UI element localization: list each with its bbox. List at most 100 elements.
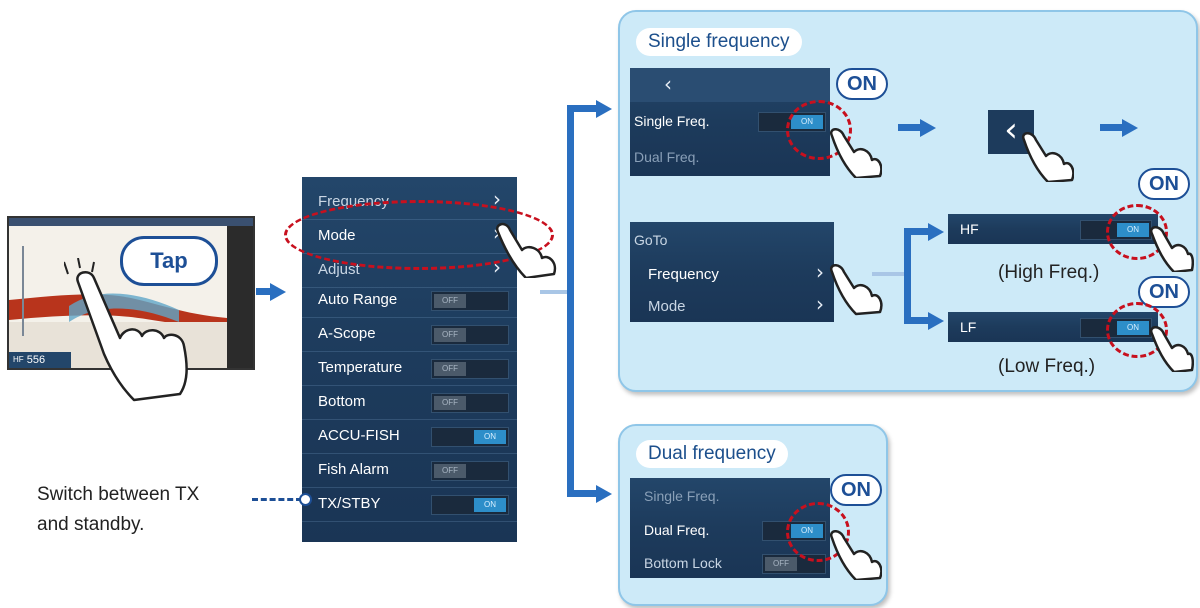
dual-dual-freq-label: Dual Freq. [644, 522, 710, 538]
chevron-right-icon: › [816, 292, 824, 316]
toggle-off-label: OFF [434, 362, 466, 376]
menu-label: ACCU-FISH [318, 427, 400, 444]
caption-tx-line1: Switch between TX [37, 484, 200, 505]
chevron-right-icon: › [816, 260, 824, 284]
menu-item-accu-fish[interactable]: ACCU-FISH ON [302, 419, 517, 454]
hf-label: HF [960, 221, 979, 237]
menu-item-auto-range[interactable]: Auto Range OFF [302, 283, 517, 318]
lf-caption: (Low Freq.) [998, 356, 1096, 377]
highlight-ring-hf [1106, 204, 1168, 260]
dual-frequency-title: Dual frequency [636, 440, 788, 468]
split-connector [872, 272, 906, 276]
highlight-ring-lf [1106, 302, 1168, 358]
goto-menu: GoTo Frequency › Mode › [630, 222, 834, 322]
caption-leader-line [252, 498, 302, 501]
tapping-hand-icon [64, 258, 188, 402]
single-frequency-title: Single frequency [636, 28, 802, 56]
branch-bottom-shaft [570, 490, 598, 497]
pointing-finger-icon [829, 128, 882, 178]
branch-connector [540, 290, 570, 294]
toggle-off-label: OFF [434, 294, 466, 308]
back-row[interactable]: ‹ [630, 68, 830, 102]
arrow-right-icon [928, 312, 944, 330]
toggle-off-label: OFF [434, 396, 466, 410]
on-bubble: ON [830, 474, 882, 506]
screen-top-bar [9, 218, 253, 226]
menu-label: Adjust [318, 261, 360, 278]
arrow-right-icon [596, 485, 612, 503]
split-vertical [904, 228, 911, 324]
menu-item-adjust[interactable]: Adjust › [302, 253, 517, 288]
goto-label: GoTo [634, 232, 668, 248]
toggle-a-scope[interactable]: OFF [431, 325, 509, 345]
arrow-right-icon [270, 283, 286, 301]
dual-single-freq-label: Single Freq. [644, 488, 720, 504]
screen-scale-bar [227, 226, 253, 368]
caption-tx-line2: and standby. [37, 514, 145, 535]
chevron-left-icon: ‹ [1004, 110, 1018, 150]
highlight-ring-single-freq [786, 100, 852, 160]
menu-label: Bottom [318, 393, 366, 410]
pointing-finger-icon [1149, 326, 1194, 372]
dual-freq-label: Dual Freq. [634, 149, 700, 165]
menu-label: Fish Alarm [318, 461, 389, 478]
arrow-right-icon [928, 223, 944, 241]
branch-vertical [567, 105, 574, 497]
chevron-right-icon: › [493, 187, 501, 211]
arrow-right-icon [596, 100, 612, 118]
menu-item-fish-alarm[interactable]: Fish Alarm OFF [302, 453, 517, 488]
lf-label: LF [960, 319, 977, 335]
toggle-off-label: OFF [434, 464, 466, 478]
goto-mode-label: Mode [648, 298, 686, 315]
menu-item-tx-stby[interactable]: TX/STBY ON [302, 487, 517, 522]
split-top-shaft [904, 228, 930, 235]
pointing-finger-icon [829, 264, 883, 316]
chevron-right-icon: › [493, 255, 501, 279]
menu-label: TX/STBY [318, 495, 381, 512]
goto-frequency-label: Frequency [648, 266, 719, 283]
screen-bottom-bar: HF 556 [9, 352, 71, 368]
pointing-finger-icon [1021, 132, 1074, 182]
arrow-right-icon [1122, 119, 1138, 137]
toggle-on-label: ON [474, 498, 506, 512]
caption-leader-dot [299, 493, 312, 506]
menu-item-temperature[interactable]: Temperature OFF [302, 351, 517, 386]
step-arrow-shaft [1100, 124, 1122, 131]
menu-item-bottom[interactable]: Bottom OFF [302, 385, 517, 420]
dual-bottom-lock-label: Bottom Lock [644, 555, 722, 571]
depth-readout: 556 [26, 354, 46, 366]
dual-single-freq-row[interactable]: Single Freq. [630, 480, 830, 512]
goto-item-frequency[interactable]: Frequency › [630, 260, 834, 290]
toggle-off-label: OFF [434, 328, 466, 342]
toggle-accu-fish[interactable]: ON [431, 427, 509, 447]
toggle-temperature[interactable]: OFF [431, 359, 509, 379]
on-bubble: ON [1138, 168, 1190, 200]
toggle-fish-alarm[interactable]: OFF [431, 461, 509, 481]
single-freq-label: Single Freq. [634, 113, 710, 129]
arrow-right-icon [920, 119, 936, 137]
pointing-finger-icon [829, 530, 882, 580]
highlight-ring-dual-freq [786, 502, 850, 562]
on-bubble: ON [1138, 276, 1190, 308]
branch-top-shaft [570, 105, 598, 112]
toggle-tx-stby[interactable]: ON [431, 495, 509, 515]
goto-item-mode[interactable]: Mode › [630, 292, 834, 322]
menu-item-a-scope[interactable]: A-Scope OFF [302, 317, 517, 352]
toggle-auto-range[interactable]: OFF [431, 291, 509, 311]
toggle-off-label: OFF [765, 557, 797, 571]
menu-label: A-Scope [318, 325, 376, 342]
split-bottom-shaft [904, 317, 930, 324]
step-arrow-shaft [898, 124, 920, 131]
highlight-ring-mode [284, 200, 554, 270]
freq-tag: HF [13, 355, 24, 364]
menu-label: Auto Range [318, 291, 398, 308]
pointing-finger-icon [495, 222, 557, 278]
arrow-shaft [256, 288, 270, 295]
toggle-on-label: ON [474, 430, 506, 444]
hf-caption: (High Freq.) [998, 262, 1100, 283]
dual-freq-row[interactable]: Dual Freq. [630, 140, 830, 174]
toggle-bottom[interactable]: OFF [431, 393, 509, 413]
pointing-finger-icon [1149, 226, 1194, 272]
tap-bubble: Tap [120, 236, 218, 286]
menu-label: Temperature [318, 359, 403, 376]
